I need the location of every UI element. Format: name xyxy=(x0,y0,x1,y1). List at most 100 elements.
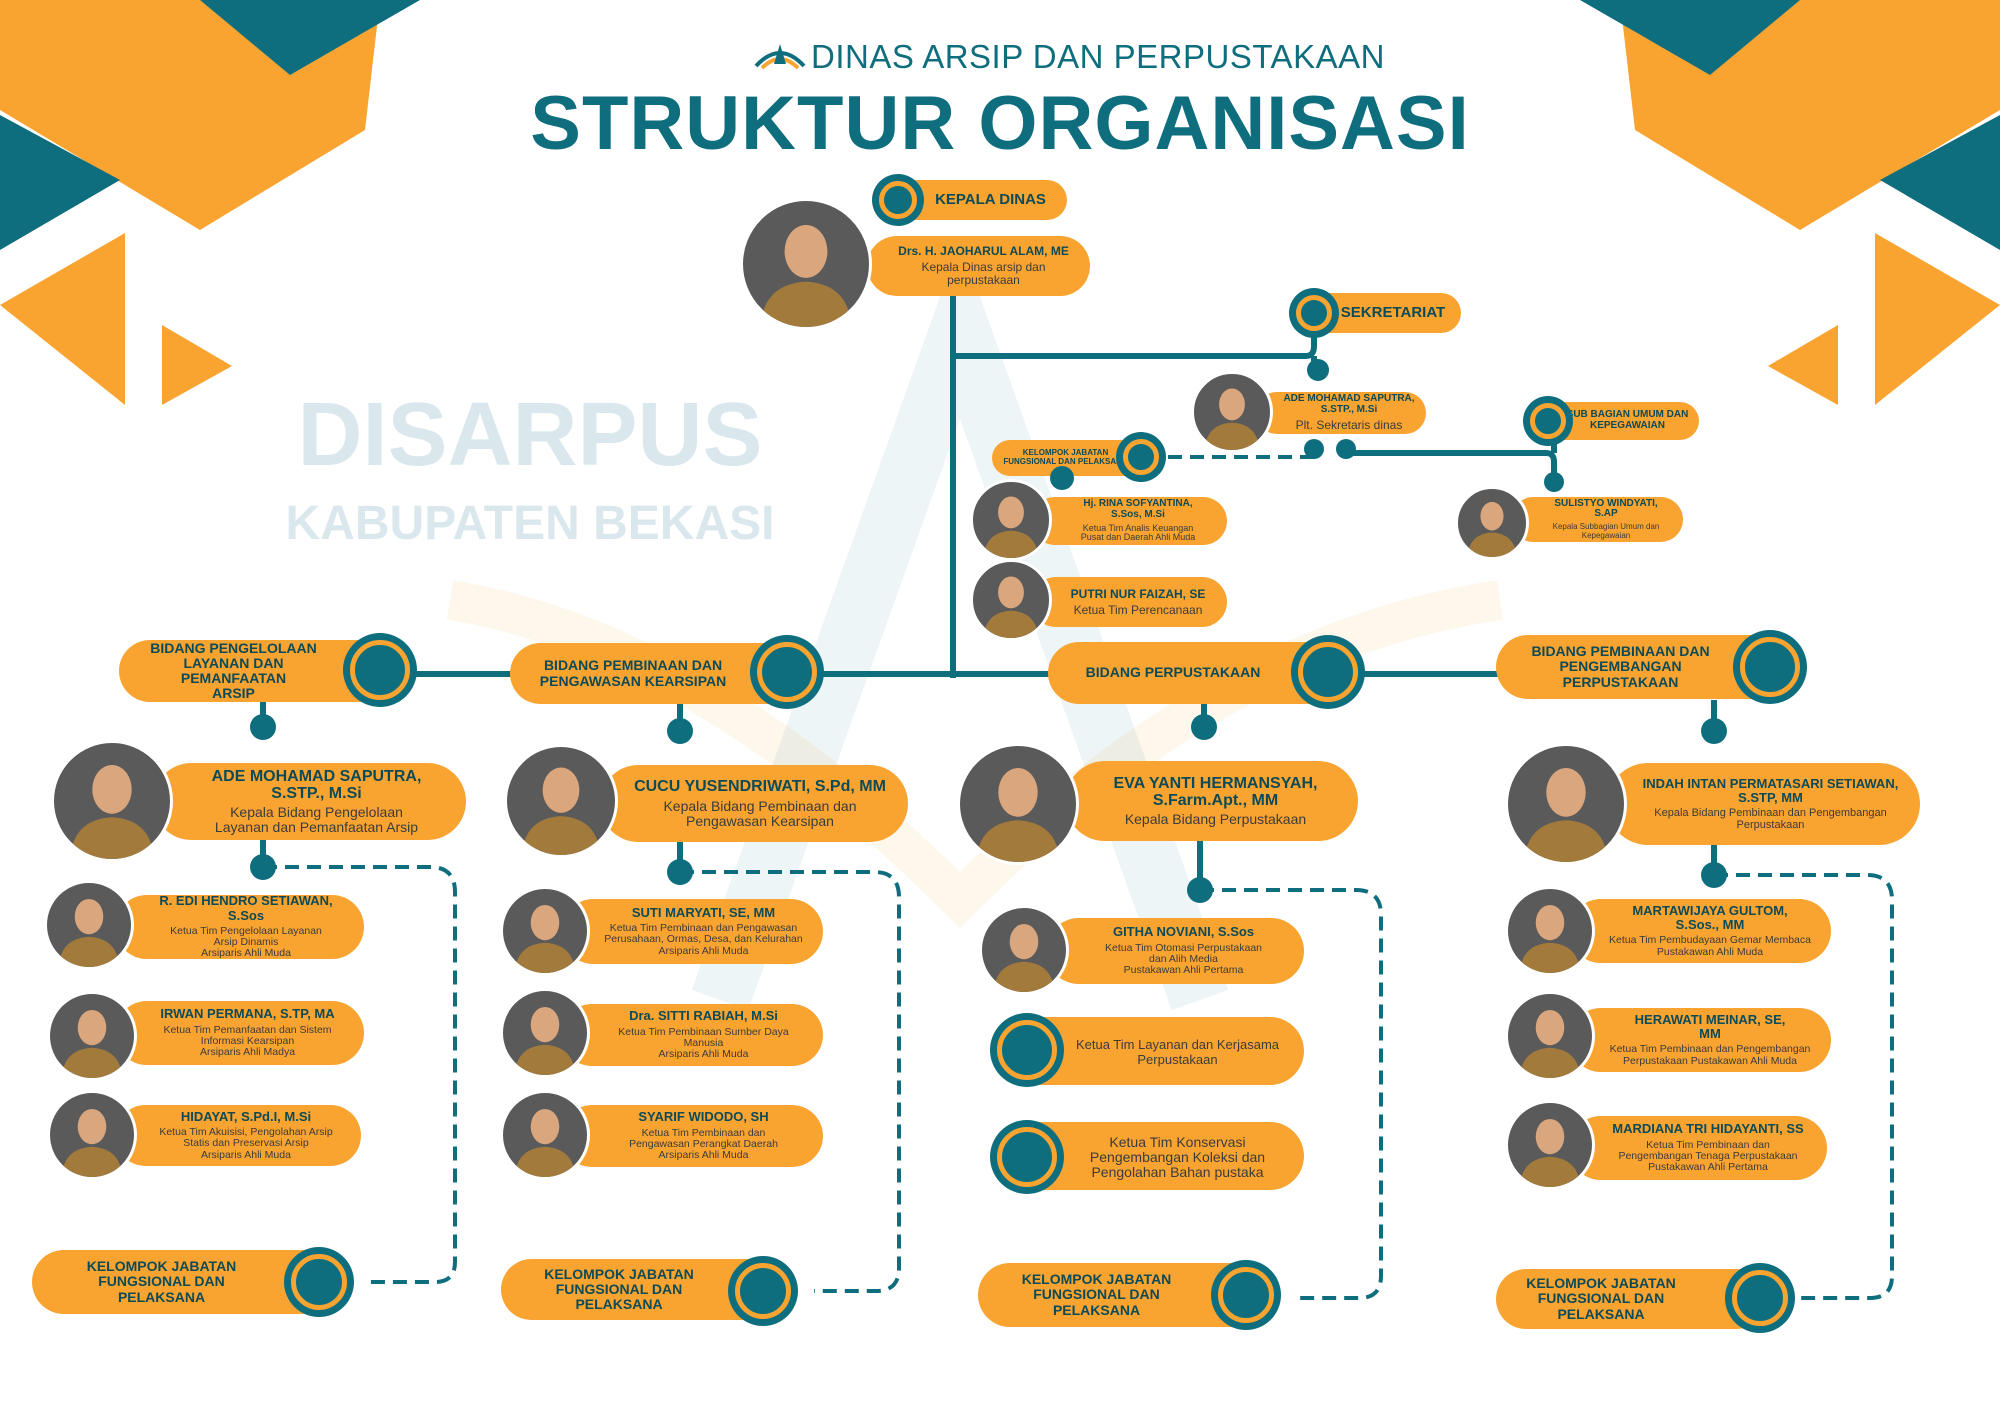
connector-dot xyxy=(1336,439,1356,459)
position-title: Ketua Tim Pembinaan dan Pengawasan Peran… xyxy=(629,1126,778,1162)
connector-knob xyxy=(1218,1267,1274,1323)
person-photo xyxy=(51,740,173,862)
person-photo xyxy=(47,1090,137,1180)
position-title: Ketua Tim Akuisisi, Pengolahan Arsip Sta… xyxy=(159,1126,333,1161)
connector-dot xyxy=(1304,439,1324,459)
subbag-head-card: SULISTYO WINDYATI, S.AP Kepala Subbagian … xyxy=(1511,497,1683,542)
bidang-head-card: EVA YANTI HERMANSYAH, S.Farm.Apt., MM Kep… xyxy=(1065,761,1358,841)
position-title: Kepala Bidang Pembinaan dan Pengawasan K… xyxy=(663,797,857,829)
connector-knob xyxy=(350,640,410,700)
person-photo xyxy=(970,559,1052,641)
position-title: Ketua Tim Otomasi Perpustakaan dan Alih … xyxy=(1105,941,1262,977)
person-photo xyxy=(970,479,1052,561)
person-name: PUTRI NUR FAIZAH, SE xyxy=(1070,586,1206,601)
position-title: Kepala Dinas arsip dan perpustakaan xyxy=(921,260,1046,287)
connector-knob xyxy=(1296,295,1332,331)
person-name: R. EDI HENDRO SETIAWAN, S.Sos xyxy=(159,893,333,923)
position-title: Ketua Tim Layanan dan Kerjasama Perpusta… xyxy=(1075,1037,1280,1067)
connector-knob xyxy=(1740,637,1800,697)
bidang-head-card: INDAH INTAN PERMATASARI SETIAWAN, S.STP,… xyxy=(1607,763,1920,845)
watermark-subtitle: KABUPATEN BEKASI xyxy=(285,497,775,550)
person-name: ADE MOHAMAD SAPUTRA, S.STP., M.Si xyxy=(211,767,422,802)
connector-knob xyxy=(291,1254,347,1310)
person-photo xyxy=(1455,486,1529,560)
person-photo xyxy=(500,886,590,976)
person-name: CUCU YUSENDRIWATI, S.Pd, MM xyxy=(634,778,886,796)
connector-dot xyxy=(1307,359,1329,381)
connector-dot xyxy=(1191,714,1217,740)
position-title: Ketua Tim Perencanaan xyxy=(1073,602,1203,617)
connector-dot xyxy=(667,859,693,885)
person-photo xyxy=(1505,991,1595,1081)
connector-knob xyxy=(1298,642,1358,702)
position-title: Kepala Subbagian Umum dan Kepegawaian xyxy=(1552,522,1660,540)
person-photo xyxy=(47,991,137,1081)
person-name: EVA YANTI HERMANSYAH, S.Farm.Apt., MM xyxy=(1113,774,1318,809)
person-photo xyxy=(500,1090,590,1180)
person-name: HIDAYAT, S.Pd.I, M.Si xyxy=(180,1108,312,1124)
position-title: Ketua Tim Pemanfaatan dan Sistem Informa… xyxy=(163,1023,332,1059)
person-name: SUTI MARYATI, SE, MM xyxy=(631,904,776,920)
position-title: Kepala Bidang Perpustakaan xyxy=(1124,811,1307,828)
person-name: MARDIANA TRI HIDAYANTI, SS xyxy=(1612,1121,1804,1137)
person-name: SYARIF WIDODO, SH xyxy=(638,1109,769,1125)
person-name: INDAH INTAN PERMATASARI SETIAWAN, S.STP,… xyxy=(1642,775,1899,805)
person-photo xyxy=(740,198,872,330)
person-name: Hj. RINA SOFYANTINA, S.Sos, M.Si xyxy=(1083,497,1193,520)
person-name: GITHA NOVIANI, S.Sos xyxy=(1112,924,1255,940)
connector-dot xyxy=(1187,877,1213,903)
person-photo xyxy=(44,880,134,970)
position-title: Kepala Bidang Pengelolaan Layanan dan Pe… xyxy=(214,804,419,836)
position-title: Ketua Tim Pembinaan dan Pengembangan Per… xyxy=(1609,1043,1811,1067)
position-title: Ketua Tim Konservasi Pengembangan Koleks… xyxy=(1089,1133,1266,1181)
kelompok-label: KELOMPOK JABATAN FUNGSIONAL DAN PELAKSAN… xyxy=(1496,1269,1766,1329)
connector-dot xyxy=(1544,472,1564,492)
position-title: Ketua Tim Pembinaan Sumber Daya Manusia … xyxy=(618,1025,789,1061)
person-name: SULISTYO WINDYATI, S.AP xyxy=(1554,497,1658,520)
position-title: Plt. Sekretaris dinas xyxy=(1295,417,1403,432)
connector-dot xyxy=(1701,862,1727,888)
person-name: IRWAN PERMANA, S.TP, MA xyxy=(160,1006,335,1022)
connector-dot xyxy=(1701,718,1727,744)
connector-dot xyxy=(250,854,276,880)
connector-knob xyxy=(1123,439,1159,475)
disarpus-logo xyxy=(754,44,806,70)
page-title: STRUKTUR ORGANISASI xyxy=(530,81,1470,166)
person-name: Drs. H. JAOHARUL ALAM, ME xyxy=(898,244,1069,259)
person-photo xyxy=(979,905,1069,995)
person-photo xyxy=(1505,1100,1595,1190)
person-name: ADE MOHAMAD SAPUTRA, S.STP., M.Si xyxy=(1283,393,1415,416)
connector-knob xyxy=(1530,403,1566,439)
person-photo xyxy=(1505,886,1595,976)
position-title: Kepala Bidang Pembinaan dan Pengembangan… xyxy=(1654,806,1887,831)
connector-knob xyxy=(735,1263,791,1319)
position-title: Ketua Tim Pembudayaan Gemar Membaca Pust… xyxy=(1609,934,1811,958)
connector-knob xyxy=(879,181,917,219)
person-name: HERAWATI MEINAR, SE, MM xyxy=(1634,1012,1786,1042)
connector-knob xyxy=(1732,1270,1788,1326)
person-name: Dra. SITTI RABIAH, M.Si xyxy=(629,1008,778,1024)
person-photo xyxy=(500,988,590,1078)
person-photo xyxy=(957,743,1079,865)
connector-dot xyxy=(250,714,276,740)
watermark-title: DISARPUS xyxy=(297,385,763,485)
connector-knob xyxy=(997,1127,1057,1187)
agency-name: DINAS ARSIP DAN PERPUSTAKAAN xyxy=(811,38,1385,75)
position-title: Ketua Tim Pengelolaan Layanan Arsip Dina… xyxy=(170,924,322,960)
position-title: Ketua Tim Analis Keuangan Pusat dan Daer… xyxy=(1080,522,1196,543)
person-photo xyxy=(504,744,618,858)
connector-dot xyxy=(667,718,693,744)
